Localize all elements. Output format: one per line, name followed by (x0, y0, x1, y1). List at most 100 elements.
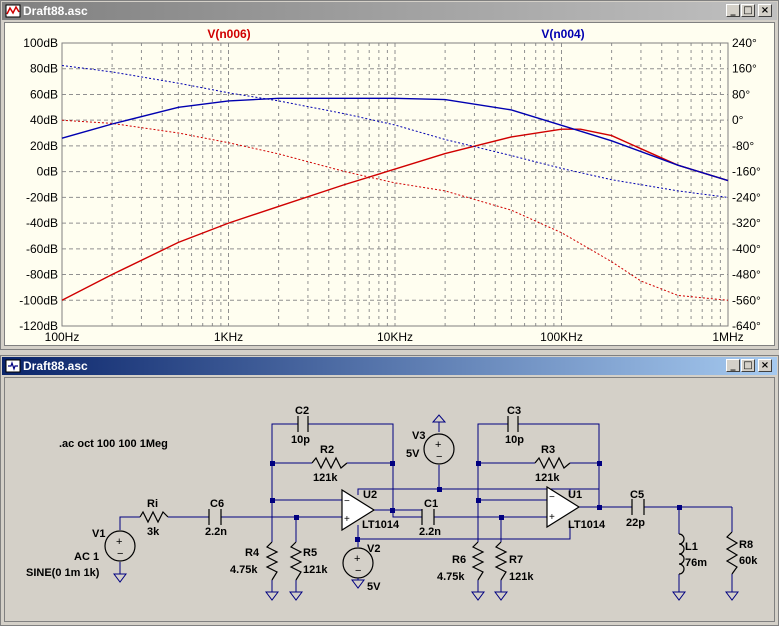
y-right-tick-label: -560° (732, 293, 761, 307)
svg-text:+: + (116, 536, 122, 548)
r7-value[interactable]: 121k (509, 571, 534, 583)
c2-value[interactable]: 10p (291, 434, 310, 446)
y-left-tick-label: -100dB (19, 293, 58, 307)
schematic-maximize-button[interactable]: □ (741, 359, 755, 372)
spice-directive[interactable]: .ac oct 100 100 1Meg (59, 438, 168, 450)
y-right-tick-label: 80° (732, 87, 750, 101)
y-left-tick-label: -20dB (26, 190, 58, 204)
r3-name[interactable]: R3 (541, 444, 555, 456)
r7-name[interactable]: R7 (509, 554, 523, 566)
y-right-tick-label: 240° (732, 36, 757, 50)
y-left-tick-label: -80dB (26, 268, 58, 282)
r2-name[interactable]: R2 (320, 444, 334, 456)
wire-junctions (270, 461, 682, 542)
svg-text:−: − (549, 492, 555, 503)
v3-name[interactable]: V3 (412, 430, 425, 442)
schematic-canvas-area[interactable]: +− +− +− −+ −+ .ac oct 100 100 1Meg (4, 377, 775, 622)
r5-value[interactable]: 121k (303, 564, 328, 576)
x-tick-label: 100Hz (45, 330, 80, 344)
svg-text:−: − (344, 496, 350, 507)
ri-name[interactable]: Ri (147, 498, 158, 510)
c3-value[interactable]: 10p (505, 434, 524, 446)
y-left-tick-label: -60dB (26, 242, 58, 256)
trace-label-vn004[interactable]: V(n004) (541, 27, 584, 41)
c5-value[interactable]: 22p (626, 517, 645, 529)
waveform-app-icon (5, 4, 21, 18)
plot-traces (61, 65, 729, 301)
trace-phase-1 (61, 65, 729, 198)
r6-name[interactable]: R6 (452, 554, 466, 566)
v2-value[interactable]: 5V (367, 581, 381, 593)
r8-value[interactable]: 60k (739, 555, 758, 567)
l1-value[interactable]: 76m (685, 557, 707, 569)
plot-close-button[interactable]: × (758, 4, 772, 17)
r2-value[interactable]: 121k (313, 472, 338, 484)
y-right-tick-label: 160° (732, 62, 757, 76)
plot-window-title: Draft88.asc (23, 4, 88, 18)
plot-window-titlebar[interactable]: Draft88.asc _ □ × (2, 2, 777, 20)
y-right-tick-label: -320° (732, 216, 761, 230)
r4-name[interactable]: R4 (245, 547, 260, 559)
ri-value[interactable]: 3k (147, 526, 160, 538)
x-tick-label: 1MHz (712, 330, 743, 344)
c6-name[interactable]: C6 (210, 498, 224, 510)
trace-label-vn006[interactable]: V(n006) (207, 27, 250, 41)
bode-plot[interactable]: 100dB80dB60dB40dB20dB0dB-20dB-40dB-60dB-… (5, 23, 776, 347)
y-left-tick-label: -120dB (19, 319, 58, 333)
y-left-tick-label: 40dB (30, 113, 58, 127)
r8-name[interactable]: R8 (739, 539, 753, 551)
y-left-tick-label: -40dB (26, 216, 58, 230)
r5-name[interactable]: R5 (303, 547, 317, 559)
v1-name[interactable]: V1 (92, 528, 105, 540)
v1-value2[interactable]: SINE(0 1m 1k) (26, 567, 100, 579)
y-right-tick-label: -640° (732, 319, 761, 333)
y-right-tick-label: -480° (732, 268, 761, 282)
r4-value[interactable]: 4.75k (230, 564, 258, 576)
r6-value[interactable]: 4.75k (437, 571, 465, 583)
svg-text:−: − (117, 548, 123, 560)
svg-text:+: + (344, 514, 350, 525)
x-tick-label: 100KHz (540, 330, 583, 344)
u2-value[interactable]: LT1014 (362, 519, 400, 531)
trace-phase-0 (61, 119, 729, 301)
l1-name[interactable]: L1 (685, 541, 698, 553)
svg-text:+: + (435, 439, 441, 451)
schematic-close-button[interactable]: × (758, 359, 772, 372)
svg-text:+: + (354, 553, 360, 565)
v3-value[interactable]: 5V (406, 448, 420, 460)
y-right-tick-label: -240° (732, 190, 761, 204)
svg-text:−: − (355, 565, 361, 577)
u1-value[interactable]: LT1014 (568, 519, 606, 531)
r3-value[interactable]: 121k (535, 472, 560, 484)
plot-maximize-button[interactable]: □ (741, 4, 755, 17)
c1-value[interactable]: 2.2n (419, 526, 441, 538)
y-right-tick-label: -160° (732, 165, 761, 179)
c2-name[interactable]: C2 (295, 405, 309, 417)
schematic-window-title: Draft88.asc (23, 359, 88, 373)
trace-magnitude-1 (61, 97, 729, 182)
ground-symbols (113, 414, 739, 601)
c6-value[interactable]: 2.2n (205, 526, 227, 538)
svg-text:+: + (549, 512, 555, 523)
u2-name[interactable]: U2 (363, 489, 377, 501)
schematic-app-icon (5, 359, 21, 373)
y-left-tick-label: 80dB (30, 62, 58, 76)
c1-name[interactable]: C1 (424, 498, 438, 510)
y-left-tick-label: 60dB (30, 87, 58, 101)
x-tick-label: 10KHz (377, 330, 413, 344)
svg-text:−: − (436, 451, 442, 463)
y-left-tick-label: 100dB (23, 36, 58, 50)
plot-tick-labels: 100dB80dB60dB40dB20dB0dB-20dB-40dB-60dB-… (19, 36, 761, 344)
trace-magnitude-0 (61, 128, 729, 301)
schematic-window-titlebar[interactable]: Draft88.asc _ □ × (2, 357, 777, 375)
v1-value[interactable]: AC 1 (74, 551, 99, 563)
schematic-canvas[interactable]: +− +− +− −+ −+ .ac oct 100 100 1Meg (5, 378, 776, 623)
u1-name[interactable]: U1 (568, 489, 582, 501)
schematic-minimize-button[interactable]: _ (726, 359, 740, 372)
c3-name[interactable]: C3 (507, 405, 521, 417)
v2-name[interactable]: V2 (367, 543, 380, 555)
plot-minimize-button[interactable]: _ (726, 4, 740, 17)
c5-name[interactable]: C5 (630, 489, 644, 501)
